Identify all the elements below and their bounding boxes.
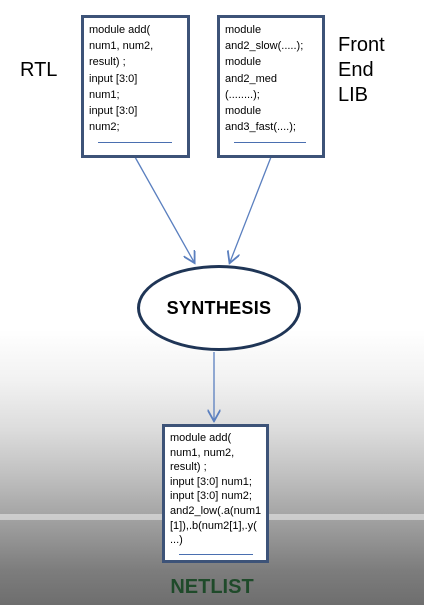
lib-code-box: module and2_slow(.....); module and2_med… <box>217 15 325 158</box>
rtl-code-box: module add( num1, num2, result) ; input … <box>81 15 190 158</box>
underline-rule <box>179 554 253 555</box>
code-line: and2_med <box>225 72 277 85</box>
code-line: module add( <box>170 432 232 444</box>
netlist-code-box: module add( num1, num2, result) ; input … <box>162 424 269 563</box>
code-line: num2; <box>89 121 120 134</box>
code-line: num1; <box>89 88 120 101</box>
lib-label-line: LIB <box>338 84 369 106</box>
code-line: result) ; <box>170 461 207 474</box>
lib-to-synthesis-arrow <box>230 156 272 262</box>
code-line: and3_fast(....); <box>225 121 296 134</box>
code-line: module <box>225 56 262 69</box>
code-line: num1, num2, <box>170 446 235 459</box>
code-line: result) ; <box>89 56 126 69</box>
code-line: module <box>225 105 262 118</box>
synthesis-label: SYNTHESIS <box>166 297 272 318</box>
synthesis-node: SYNTHESIS <box>137 265 301 351</box>
code-line: module <box>225 24 262 36</box>
netlist-label: NETLIST <box>170 576 254 598</box>
rtl-label: RTL <box>20 59 58 81</box>
code-line: [1]),.b(num2[1],.y( <box>170 519 257 532</box>
code-line: (........); <box>225 88 260 101</box>
code-line: input [3:0] num2; <box>170 490 252 503</box>
code-line: num1, num2, <box>89 40 154 53</box>
lib-label-line: End <box>338 59 374 81</box>
underline-rule <box>98 142 172 143</box>
front-end-lib-label: Front End LIB <box>338 33 385 108</box>
code-line: input [3:0] <box>89 72 138 85</box>
code-line: and2_low(.a(num1 <box>170 504 262 517</box>
code-line: input [3:0] num1; <box>170 475 252 488</box>
code-line: ...) <box>170 534 183 547</box>
rtl-to-synthesis-arrow <box>134 156 194 262</box>
code-line: module add( <box>89 24 151 36</box>
code-line: input [3:0] <box>89 105 138 118</box>
underline-rule <box>234 142 306 143</box>
code-line: and2_slow(.....); <box>225 40 304 53</box>
lib-label-line: Front <box>338 34 385 56</box>
